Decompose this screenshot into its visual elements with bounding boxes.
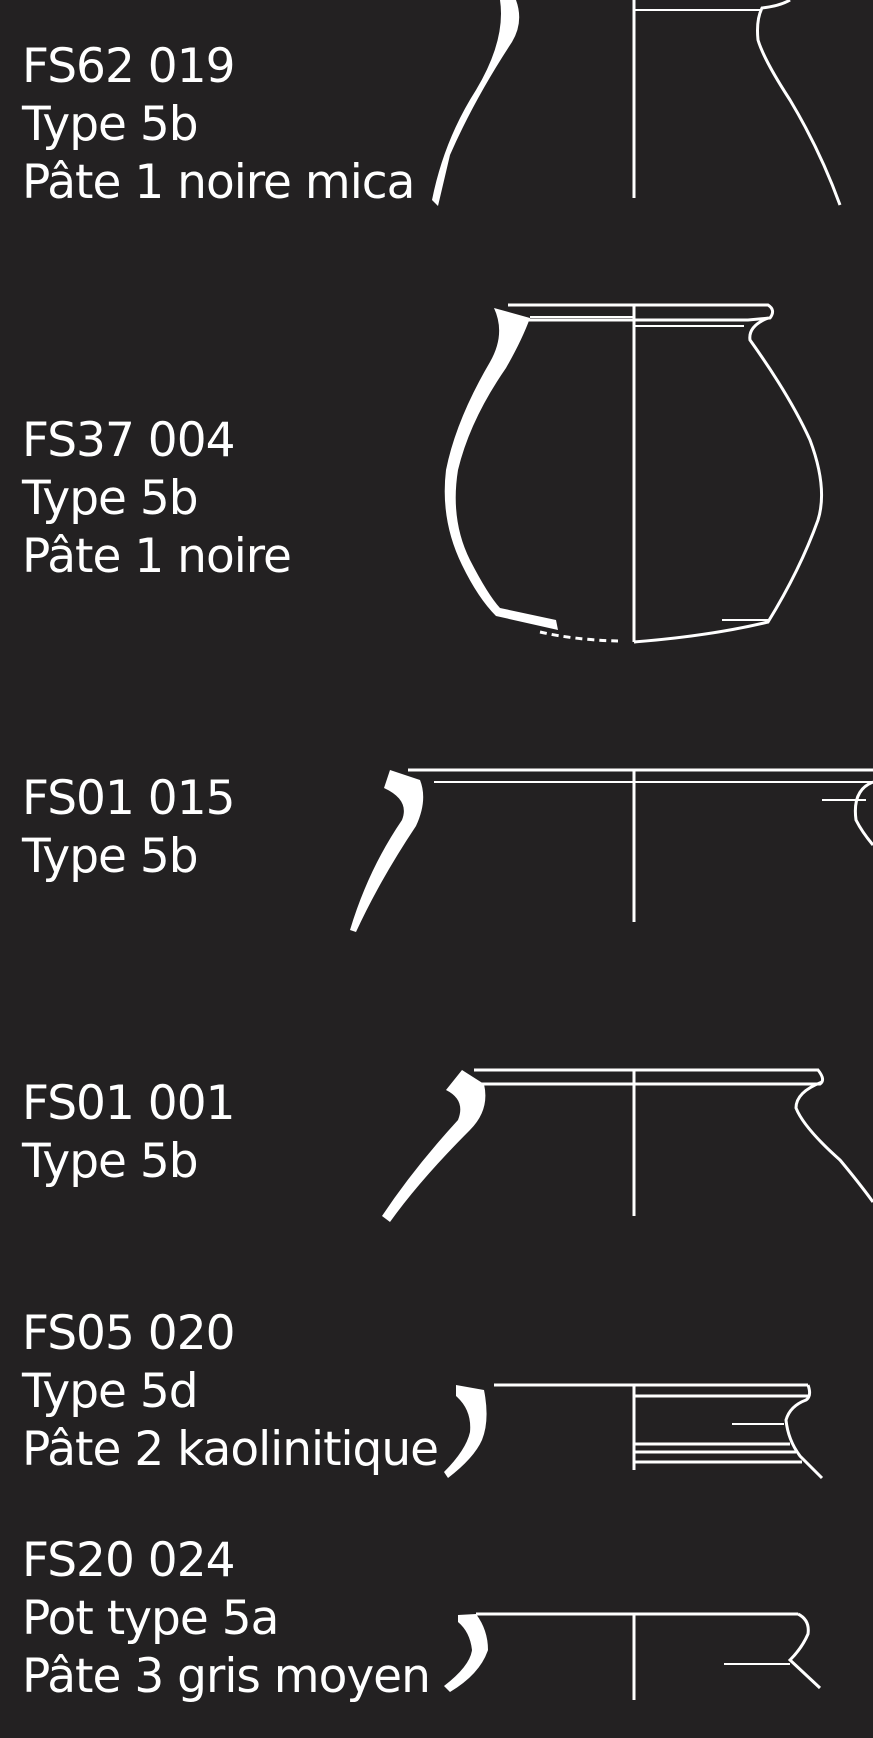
profile-fs01-015 [350, 768, 873, 932]
wall-section [382, 1070, 486, 1222]
sherd-label-fs20-024: FS20 024 Pot type 5a Pâte 3 gris moyen [22, 1532, 431, 1706]
rim-lip [508, 303, 775, 322]
sherd-fabric: Pâte 1 noire mica [22, 155, 415, 210]
outer-profile [794, 1080, 873, 1203]
profile-fs05-020 [444, 1383, 824, 1480]
profile-fs20-024 [444, 1612, 822, 1700]
sherd-type: Type 5d [22, 1364, 199, 1419]
sherd-type: Type 5b [22, 829, 199, 884]
wall-section [444, 1385, 487, 1478]
sherd-fabric: Pâte 1 noire [22, 529, 292, 584]
profile-fs01-001 [382, 1068, 873, 1222]
wall-section [350, 770, 424, 932]
sherd-label-fs01-001: FS01 001 Type 5b [22, 1075, 235, 1191]
outer-profile [787, 1612, 822, 1690]
sherd-id: FS01 001 [22, 1076, 235, 1131]
profile-fs62-019 [432, 0, 842, 206]
sherd-type: Type 5b [22, 1134, 199, 1189]
wall-section [444, 308, 558, 630]
rim-lip [474, 1068, 825, 1086]
sherd-fabric: Pâte 3 gris moyen [22, 1649, 431, 1704]
sherd-id: FS20 024 [22, 1533, 235, 1588]
wall-section [444, 1614, 488, 1692]
sherd-type: Type 5b [22, 471, 199, 526]
sherd-fabric: Pâte 2 kaolinitique [22, 1422, 439, 1477]
base-dashed [539, 630, 619, 643]
outer-profile [756, 0, 842, 206]
outer-profile [633, 316, 824, 644]
sherd-label-fs62-019: FS62 019 Type 5b Pâte 1 noire mica [22, 38, 415, 212]
wall-section [432, 0, 520, 206]
sherd-type: Pot type 5a [22, 1591, 279, 1646]
sherd-label-fs01-015: FS01 015 Type 5b [22, 770, 235, 886]
outer-profile [784, 1384, 824, 1480]
sherd-id: FS37 004 [22, 413, 235, 468]
sherd-type: Type 5b [22, 97, 199, 152]
sherd-id: FS62 019 [22, 39, 236, 94]
sherd-id: FS01 015 [22, 771, 235, 826]
profile-fs37-004 [444, 303, 824, 644]
sherd-id: FS05 020 [22, 1306, 236, 1361]
outer-profile [853, 780, 873, 846]
sherd-label-fs05-020: FS05 020 Type 5d Pâte 2 kaolinitique [22, 1305, 439, 1479]
sherd-label-fs37-004: FS37 004 Type 5b Pâte 1 noire [22, 412, 292, 586]
